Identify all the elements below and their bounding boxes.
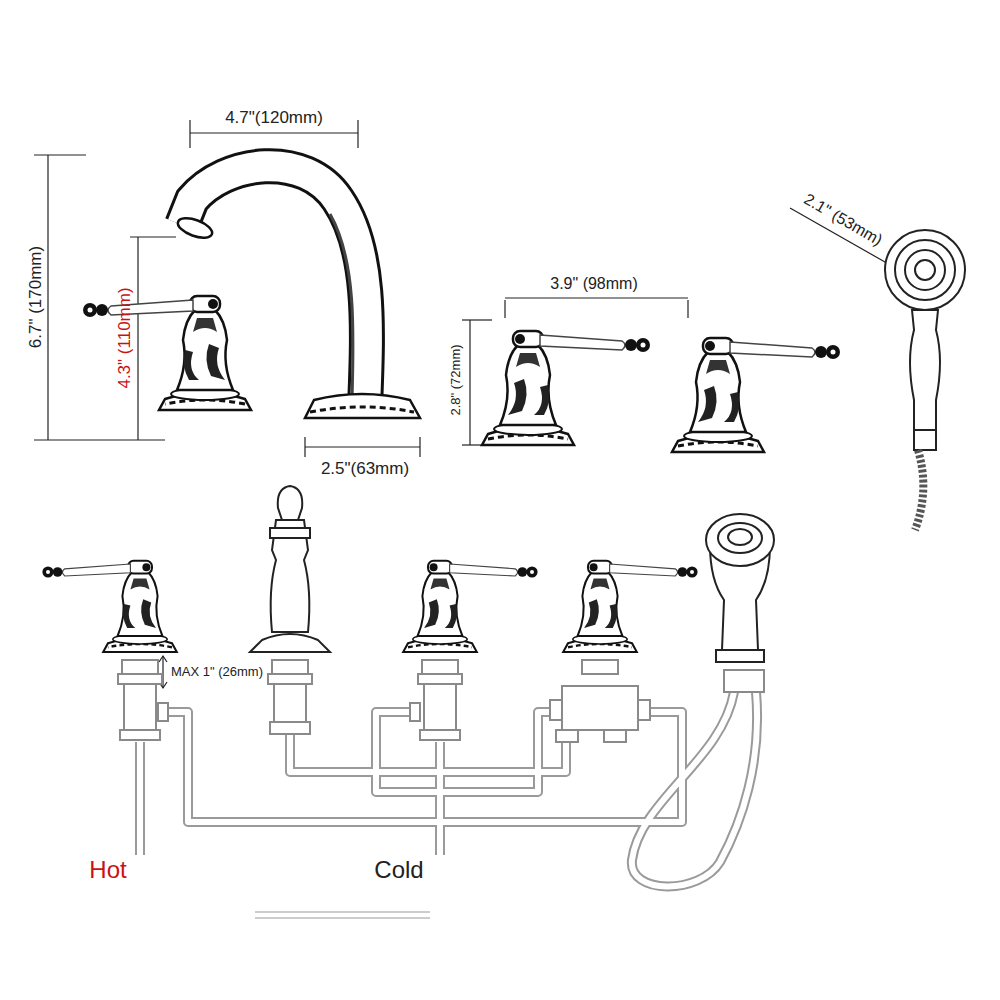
hand-shower [706, 514, 774, 662]
dimension-label: 2.5"(63mm) [321, 459, 409, 479]
valve-bodies [118, 660, 764, 742]
supply-label: Cold [374, 856, 423, 884]
dimension-label: 2.8" (72mm) [449, 344, 464, 415]
dimension-label: 4.3" (110mm) [115, 287, 135, 388]
dimension-label: 6.7" (170mm) [26, 246, 46, 348]
tap-handle [403, 561, 537, 652]
hand-shower [885, 230, 965, 530]
dimension-lines [34, 120, 892, 688]
supply-label: Hot [89, 856, 126, 884]
dimension-label: 2.1" (53mm) [801, 190, 886, 250]
cut-off-line [255, 912, 430, 918]
tap-handle [672, 338, 840, 452]
dimension-label: 4.7"(120mm) [225, 108, 323, 128]
tap-handle [482, 331, 650, 445]
tap-handle [563, 561, 697, 652]
dimension-label: 3.9" (98mm) [550, 275, 637, 293]
tap-handle [83, 296, 251, 410]
dimension-label: MAX 1" (26mm) [171, 665, 263, 680]
tap-handle [42, 561, 176, 652]
spout-column [250, 486, 330, 652]
